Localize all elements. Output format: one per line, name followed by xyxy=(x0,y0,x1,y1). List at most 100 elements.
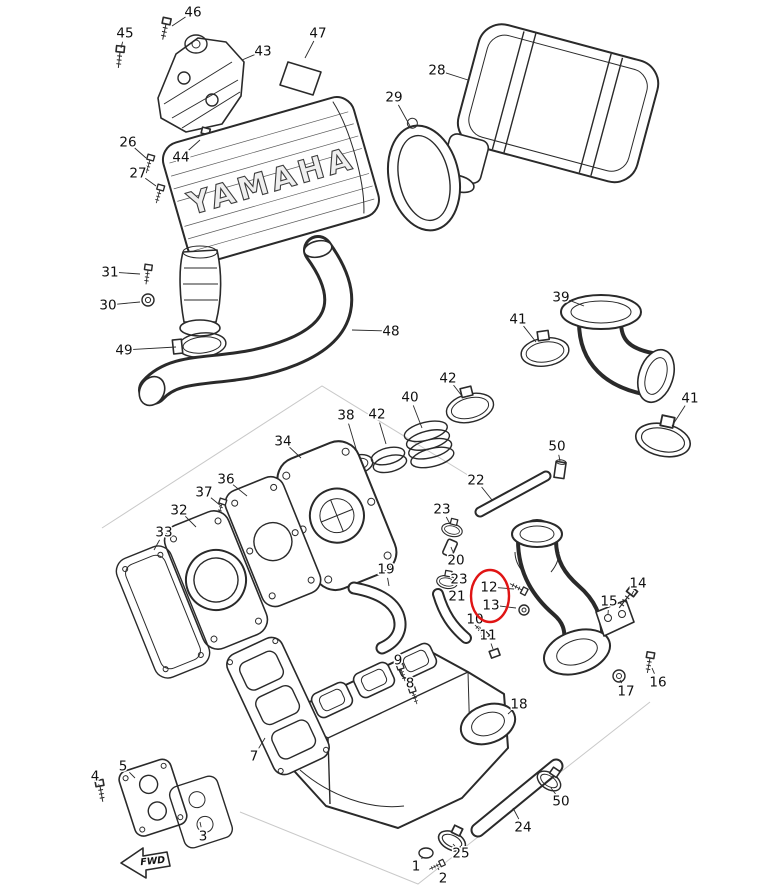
callout-label-33: 33 xyxy=(155,525,172,541)
callout-leader-31 xyxy=(118,272,141,275)
callout-leader-46 xyxy=(171,16,186,27)
washer-30 xyxy=(141,293,155,307)
callout-label-39: 39 xyxy=(552,290,569,306)
callout-leader-20 xyxy=(450,546,454,552)
callout-leader-14 xyxy=(630,590,635,597)
clamp-23a xyxy=(439,515,466,540)
rubber-joint-40 xyxy=(403,420,455,469)
cooling-pipe-24 xyxy=(470,758,564,838)
washer-13 xyxy=(518,604,530,616)
callout-leader-48 xyxy=(351,329,383,332)
callout-leader-26 xyxy=(134,147,147,159)
callout-label-42: 42 xyxy=(439,371,456,387)
bolt-46 xyxy=(157,16,172,42)
callout-label-12: 12 xyxy=(480,580,497,596)
callout-leader-17 xyxy=(619,679,623,684)
callout-label-21: 21 xyxy=(448,589,465,605)
callout-label-30: 30 xyxy=(99,298,116,314)
callout-label-43: 43 xyxy=(254,44,271,60)
hose-clamp-42a xyxy=(440,381,498,429)
callout-label-23: 23 xyxy=(433,502,450,518)
callout-leader-25 xyxy=(452,843,456,847)
callout-leader-18 xyxy=(507,709,513,715)
callout-label-50: 50 xyxy=(548,439,565,455)
callout-label-4: 4 xyxy=(91,769,100,785)
callout-leader-30 xyxy=(116,301,141,305)
caution-label-47 xyxy=(279,61,322,96)
callout-leader-36 xyxy=(232,484,248,497)
callout-leader-12 xyxy=(497,587,515,590)
callout-leader-42 xyxy=(453,384,463,397)
callout-leader-43 xyxy=(241,54,255,61)
callout-label-28: 28 xyxy=(428,63,445,79)
callout-label-14: 14 xyxy=(629,576,646,592)
callout-label-18: 18 xyxy=(510,697,527,713)
exhaust-inner-plate-36 xyxy=(224,475,322,608)
callout-leader-40 xyxy=(412,405,423,429)
callout-leader-2 xyxy=(437,867,440,871)
callout-label-23: 23 xyxy=(450,572,467,588)
callout-label-40: 40 xyxy=(401,390,418,406)
callout-label-7: 7 xyxy=(250,749,259,765)
callout-label-22: 22 xyxy=(467,473,484,489)
callout-label-31: 31 xyxy=(101,265,118,281)
callout-label-5: 5 xyxy=(119,759,128,775)
end-cover-5 xyxy=(118,758,188,837)
callout-leader-11 xyxy=(490,643,494,650)
callout-leader-37 xyxy=(210,497,222,507)
callout-leader-47 xyxy=(304,40,315,59)
end-gasket-3 xyxy=(168,775,234,849)
construction-line xyxy=(239,701,651,885)
nut-11 xyxy=(488,647,501,659)
callout-label-49: 49 xyxy=(115,343,132,359)
callout-label-10: 10 xyxy=(466,612,483,628)
stay-bracket-15 xyxy=(595,599,635,637)
callout-leader-3 xyxy=(199,821,202,828)
callout-label-16: 16 xyxy=(649,675,666,691)
callout-label-48: 48 xyxy=(382,324,399,340)
intake-silencer-28 xyxy=(441,23,660,194)
hose-19 xyxy=(347,581,407,655)
callout-label-26: 26 xyxy=(119,135,136,151)
callout-leader-41 xyxy=(523,325,537,343)
silencer-gasket-29 xyxy=(387,117,461,232)
hose-clamp-41b xyxy=(631,409,696,463)
manifold-gasket-7 xyxy=(226,636,330,776)
callout-label-29: 29 xyxy=(385,90,402,106)
callout-label-47: 47 xyxy=(309,26,326,42)
callout-label-41: 41 xyxy=(681,391,698,407)
callout-label-37: 37 xyxy=(195,485,212,501)
callout-label-13: 13 xyxy=(482,598,499,614)
callout-leader-5 xyxy=(129,772,136,779)
callout-leader-22 xyxy=(481,486,493,501)
callout-label-44: 44 xyxy=(172,150,189,166)
callout-leader-33 xyxy=(153,539,161,551)
callout-leader-19 xyxy=(387,577,390,587)
engine-mount-bracket xyxy=(157,34,245,133)
bolt-27 xyxy=(152,183,166,205)
callout-leader-50 xyxy=(550,787,556,795)
hose-clamp-49 xyxy=(171,332,227,358)
muffler-outlet-neck xyxy=(179,245,222,337)
callout-leader-16 xyxy=(651,667,655,674)
callout-leader-7 xyxy=(258,737,266,749)
callout-label-34: 34 xyxy=(274,434,291,450)
hose-clamp-41a xyxy=(517,327,572,371)
breather-pipe-22 xyxy=(474,470,552,518)
exhaust-manifold-18 xyxy=(283,642,517,829)
exhaust-joint-elbow xyxy=(511,519,611,676)
joint-1 xyxy=(418,847,434,859)
callout-label-3: 3 xyxy=(199,829,208,845)
callout-label-41: 41 xyxy=(509,312,526,328)
callout-leader-9 xyxy=(399,668,402,672)
bolt-45 xyxy=(113,44,126,70)
callout-label-24: 24 xyxy=(514,820,531,836)
bolt-12 xyxy=(507,579,529,597)
fwd-arrow: FWD xyxy=(120,847,171,879)
callout-label-50: 50 xyxy=(552,794,569,810)
callout-leader-50 xyxy=(558,454,561,462)
exhaust-muffler-cover: YAMAHA xyxy=(161,96,380,264)
